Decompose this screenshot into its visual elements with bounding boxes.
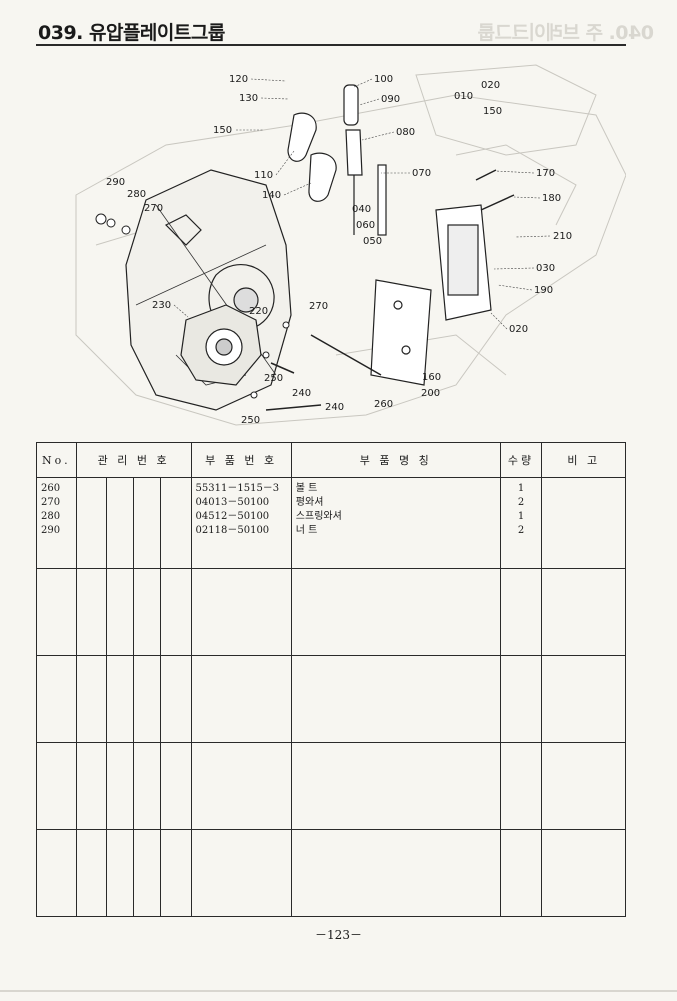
row-part-name: 볼 트	[295, 483, 318, 494]
header-no: No.	[36, 442, 77, 478]
row-part-number: 04013－50100	[195, 497, 270, 508]
bleed-through-title: 040. 주 브레이크그룹	[478, 22, 654, 44]
parts-table: No. 관 리 번 호 부 품 번 호 부 품 명 칭 수량 비 고 260 2…	[36, 442, 626, 917]
header-note: 비 고	[541, 442, 626, 478]
callout-090: 090	[381, 94, 400, 105]
callout-180: 180	[542, 193, 561, 204]
header-management-number: 관 리 번 호	[75, 442, 192, 478]
callout-240: 240	[292, 388, 311, 399]
callout-050: 050	[363, 236, 382, 247]
row-no: 280	[41, 511, 61, 522]
callout-270-mid: 270	[309, 301, 328, 312]
header-quantity: 수량	[499, 442, 543, 478]
callout-110: 110	[254, 170, 273, 181]
header-part-number: 부 품 번 호	[190, 442, 292, 478]
row-quantity: 1	[517, 483, 525, 494]
callout-220: 220	[249, 306, 268, 317]
callout-060: 060	[356, 220, 375, 231]
callout-010: 010	[454, 91, 473, 102]
table-row-group-empty	[36, 742, 626, 830]
callout-160: 160	[422, 372, 441, 383]
row-part-number: 02118－50100	[195, 525, 270, 536]
callout-230: 230	[152, 300, 171, 311]
callout-020-right: 020	[509, 324, 528, 335]
callout-280: 280	[127, 189, 146, 200]
title-rule	[36, 44, 626, 46]
row-part-name: 스프링와셔	[295, 511, 342, 522]
callout-240-bottom: 240	[325, 402, 344, 413]
callout-040: 040	[352, 204, 371, 215]
callout-290: 290	[106, 177, 125, 188]
table-header-row: No. 관 리 번 호 부 품 번 호 부 품 명 칭 수량 비 고	[36, 442, 626, 478]
callout-210: 210	[553, 231, 572, 242]
callout-130: 130	[239, 93, 258, 104]
row-part-number: 04512－50100	[195, 511, 270, 522]
table-row-group-empty	[36, 655, 626, 743]
table-row-group: 260 270 280 290 55311－1515－3 04013－50100…	[36, 477, 626, 569]
bottom-rule	[0, 990, 677, 992]
callout-260: 260	[374, 399, 393, 410]
row-no: 260	[41, 483, 61, 494]
page-number: －123－	[315, 928, 362, 942]
row-part-name: 너 트	[295, 525, 318, 536]
table-row-group-empty	[36, 829, 626, 917]
callout-030: 030	[536, 263, 555, 274]
row-note	[541, 477, 626, 569]
row-quantity: 2	[517, 497, 525, 508]
callout-250: 250	[264, 373, 283, 384]
callout-170: 170	[536, 168, 555, 179]
page-title: 039. 유압플레이트그룹	[38, 22, 225, 44]
exploded-parts-diagram: 120 130 100 090 020 010 150 150 080 110 …	[36, 55, 627, 435]
row-quantity: 1	[517, 511, 525, 522]
callout-020: 020	[481, 80, 500, 91]
callout-070: 070	[412, 168, 431, 179]
callout-150: 150	[213, 125, 232, 136]
callout-270: 270	[144, 203, 163, 214]
management-number-cell	[75, 477, 192, 569]
callout-150-right: 150	[483, 106, 502, 117]
row-part-number: 55311－1515－3	[195, 483, 280, 494]
row-quantity: 2	[517, 525, 525, 536]
callout-080: 080	[396, 127, 415, 138]
row-part-name: 평와셔	[295, 497, 324, 508]
callout-250-bottom: 250	[241, 415, 260, 426]
table-row-group-empty	[36, 568, 626, 656]
row-no: 290	[41, 525, 61, 536]
callout-100: 100	[374, 74, 393, 85]
callout-140: 140	[262, 190, 281, 201]
row-no: 270	[41, 497, 61, 508]
callout-120: 120	[229, 74, 248, 85]
callout-200: 200	[421, 388, 440, 399]
header-part-name: 부 품 명 칭	[290, 442, 501, 478]
callout-190: 190	[534, 285, 553, 296]
